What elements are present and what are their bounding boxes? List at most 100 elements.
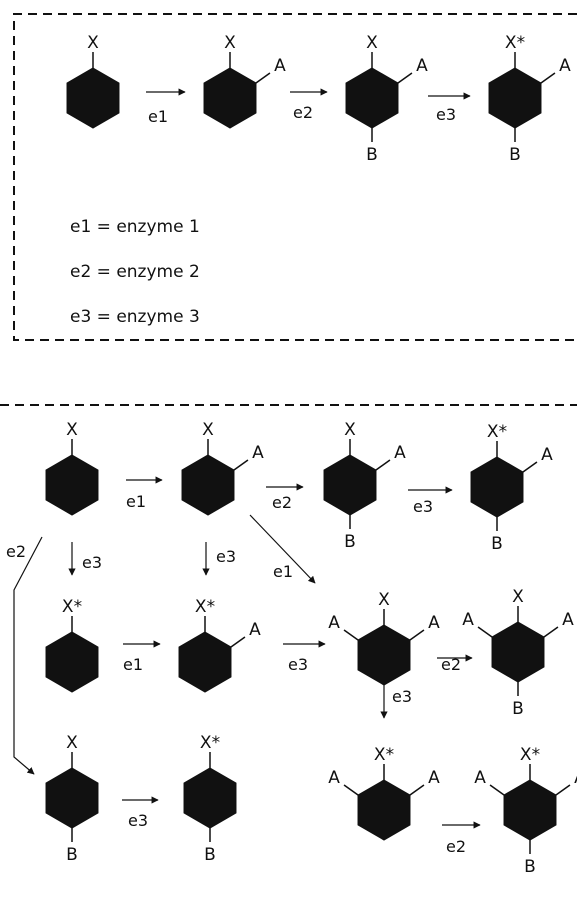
bond-right	[522, 461, 538, 473]
substituent-b: B	[512, 699, 524, 719]
molecule-r1-c2: XA	[181, 420, 264, 516]
arrow-r1-e3: e3	[408, 486, 453, 516]
hexagon-ring	[345, 67, 399, 129]
enzyme-label-e2: e2	[446, 837, 466, 856]
substituent-a-right: A	[274, 56, 286, 76]
bond-right	[230, 636, 246, 648]
molecule-r3-c4: X*AAB	[474, 745, 577, 877]
substituent-b: B	[491, 534, 503, 554]
substituent-a-right: A	[541, 445, 553, 465]
substituent-a-right: A	[428, 613, 440, 633]
top-box-border	[13, 13, 577, 341]
enzyme-label-e3: e3	[413, 497, 433, 516]
legend-e1: e1 = enzyme 1	[70, 217, 200, 237]
substituent-x: X	[66, 733, 78, 753]
legend-e3: e3 = enzyme 3	[70, 307, 200, 327]
molecule-r3-c3: X*AA	[328, 745, 440, 841]
bond-left	[343, 629, 359, 641]
legend-e2: e2 = enzyme 2	[70, 262, 200, 282]
molecule-r3-c1: XB	[45, 733, 99, 865]
enzyme-label-e3: e3	[82, 553, 102, 572]
enzyme-label-e3: e3	[436, 105, 456, 124]
arrow-r2-e1: e1	[123, 640, 161, 674]
substituent-x-star: X*	[62, 597, 82, 617]
arrow-r2-e2: e2	[437, 654, 473, 674]
substituent-x-star: X*	[374, 745, 394, 765]
substituent-x: X	[224, 33, 236, 53]
enzyme-label-e3: e3	[216, 547, 236, 566]
hexagon-ring	[323, 454, 377, 516]
arrow-r3-e3: e3	[122, 796, 159, 830]
molecule-top-4: X*AB	[488, 33, 571, 165]
arrow-r1c2-down-e3: e3	[202, 542, 236, 576]
substituent-b: B	[66, 845, 78, 865]
substituent-b: B	[344, 532, 356, 552]
bond-right	[233, 459, 249, 471]
enzyme-label-e2: e2	[6, 542, 26, 561]
molecule-r1-c3: X A B	[323, 420, 406, 552]
bond-left	[343, 784, 359, 796]
molecule-r1-c4: X*AB	[470, 422, 553, 554]
substituent-a-right: A	[559, 56, 571, 76]
substituent-x: X	[366, 33, 378, 53]
substituent-a-right: A	[249, 620, 261, 640]
arrow-r1-e1: e1	[126, 476, 163, 511]
substituent-x: X	[378, 590, 390, 610]
substituent-x: X	[202, 420, 214, 440]
substituent-x-star: X*	[200, 733, 220, 753]
arrow-line	[13, 536, 43, 775]
arrow-top-e3: e3	[428, 92, 471, 124]
substituent-b: B	[524, 857, 536, 877]
arrow-r2-e3: e3	[283, 640, 326, 674]
arrow-line	[249, 514, 316, 584]
bond-right	[397, 72, 413, 84]
substituent-a-right: A	[562, 610, 574, 630]
hexagon-ring	[45, 631, 99, 693]
hexagon-ring	[503, 779, 557, 841]
bond-right	[555, 784, 571, 796]
molecule-r2-c2: X* A	[178, 597, 261, 693]
molecule-top-2: XA	[203, 33, 286, 129]
arrow-r1c1-to-r3c1-e2: e2	[6, 536, 43, 775]
arrow-r1-e2: e2	[266, 483, 304, 512]
arrow-r1c1-down-e3: e3	[68, 542, 102, 576]
substituent-a-right: A	[416, 56, 428, 76]
enzyme-label-e2: e2	[293, 103, 313, 122]
bond-right	[543, 626, 559, 638]
substituent-b: B	[204, 845, 216, 865]
hexagon-ring	[181, 454, 235, 516]
hexagon-ring	[45, 454, 99, 516]
enzyme-label-e1: e1	[126, 492, 146, 511]
substituent-x: X	[344, 420, 356, 440]
substituent-x: X	[87, 33, 99, 53]
hexagon-ring	[178, 631, 232, 693]
bond-right	[375, 459, 391, 471]
arrow-diagonal-e1: e1	[249, 514, 316, 584]
arrow-r3-e2: e2	[442, 821, 481, 856]
substituent-b: B	[366, 145, 378, 165]
bond-right	[540, 72, 556, 84]
bond-right	[409, 629, 425, 641]
enzyme-label-e2: e2	[441, 655, 461, 674]
enzyme-label-e2: e2	[272, 493, 292, 512]
substituent-a-left: A	[462, 610, 474, 630]
hexagon-ring	[357, 624, 411, 686]
substituent-a-right: A	[394, 443, 406, 463]
enzyme-label-e3: e3	[128, 811, 148, 830]
substituent-x-star: X*	[195, 597, 215, 617]
molecule-r2-c3: XAA	[328, 590, 440, 686]
hexagon-ring	[488, 67, 542, 129]
enzyme-label-e3: e3	[288, 655, 308, 674]
hexagon-ring	[45, 767, 99, 829]
substituent-a-left: A	[474, 768, 486, 788]
molecule-r1-c1: X	[45, 420, 99, 516]
bond-right	[255, 72, 271, 84]
arrow-top-e2: e2	[290, 88, 328, 122]
molecule-r3-c2: X* B	[183, 733, 237, 865]
hexagon-ring	[357, 779, 411, 841]
arrow-top-e1: e1	[146, 88, 186, 126]
molecule-top-3: X A B	[345, 33, 428, 165]
